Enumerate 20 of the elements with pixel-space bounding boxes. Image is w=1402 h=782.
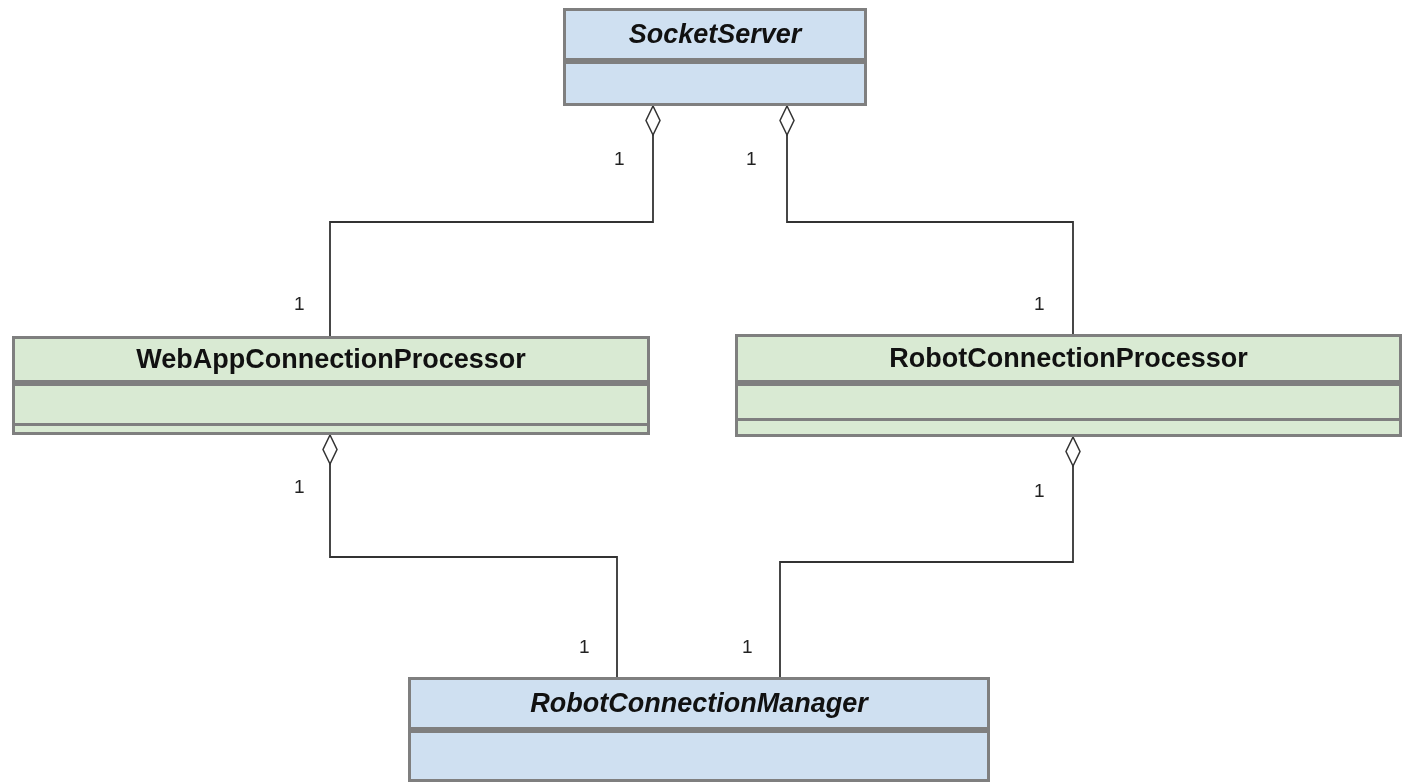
- multiplicity-label: 1: [742, 636, 753, 658]
- multiplicity-label: 1: [579, 636, 590, 658]
- aggregation-line: [322, 434, 618, 678]
- class-box: [12, 336, 650, 435]
- class-box: [735, 334, 1402, 437]
- aggregation-line: [329, 105, 661, 337]
- multiplicity-label: 1: [746, 148, 757, 170]
- multiplicity-label: 1: [294, 293, 305, 315]
- class-name: SocketServer: [628, 19, 802, 50]
- class-box: [563, 8, 867, 106]
- class-name: RobotConnectionProcessor: [889, 343, 1248, 374]
- multiplicity-label: 1: [1034, 480, 1045, 502]
- class-name: WebAppConnectionProcessor: [136, 344, 526, 375]
- class-box: [408, 677, 990, 782]
- aggregation-line: [779, 105, 1074, 335]
- multiplicity-label: 1: [614, 148, 625, 170]
- multiplicity-label: 1: [1034, 293, 1045, 315]
- multiplicity-label: 1: [294, 476, 305, 498]
- class-name: RobotConnectionManager: [530, 688, 868, 719]
- aggregation-line: [779, 436, 1081, 678]
